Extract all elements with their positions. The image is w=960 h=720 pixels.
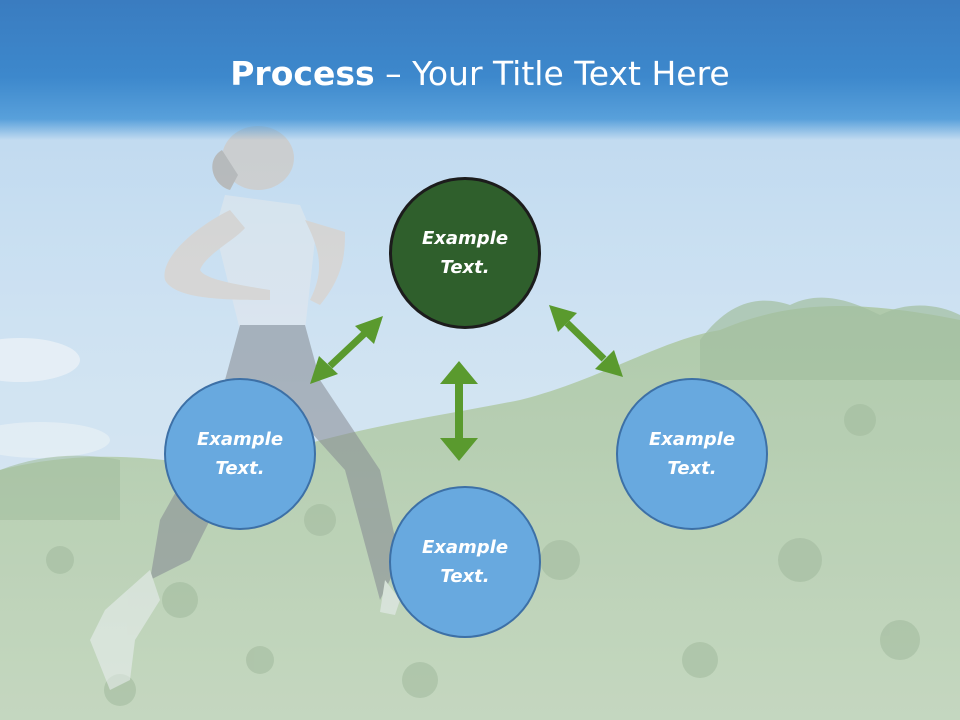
- slide-title: Process – Your Title Text Here: [0, 52, 960, 96]
- node-left-line2: Text.: [215, 458, 265, 479]
- node-right-line1: Example: [648, 429, 736, 450]
- title-bar: [0, 0, 960, 140]
- node-left[interactable]: Example Text.: [164, 378, 316, 530]
- node-left-line1: Example: [196, 429, 284, 450]
- node-right-line2: Text.: [667, 458, 717, 479]
- node-top-line2: Text.: [440, 257, 490, 278]
- node-top[interactable]: Example Text.: [389, 177, 541, 329]
- title-bold: Process: [230, 54, 375, 93]
- node-top-line1: Example: [421, 228, 509, 249]
- node-bottom[interactable]: Example Text.: [389, 486, 541, 638]
- double-arrow-left: [310, 316, 383, 384]
- node-right[interactable]: Example Text.: [616, 378, 768, 530]
- title-rest: – Your Title Text Here: [374, 54, 730, 93]
- double-arrow-vertical: [440, 361, 478, 461]
- double-arrow-right: [549, 305, 623, 377]
- node-bottom-line2: Text.: [440, 566, 490, 587]
- node-bottom-line1: Example: [421, 537, 509, 558]
